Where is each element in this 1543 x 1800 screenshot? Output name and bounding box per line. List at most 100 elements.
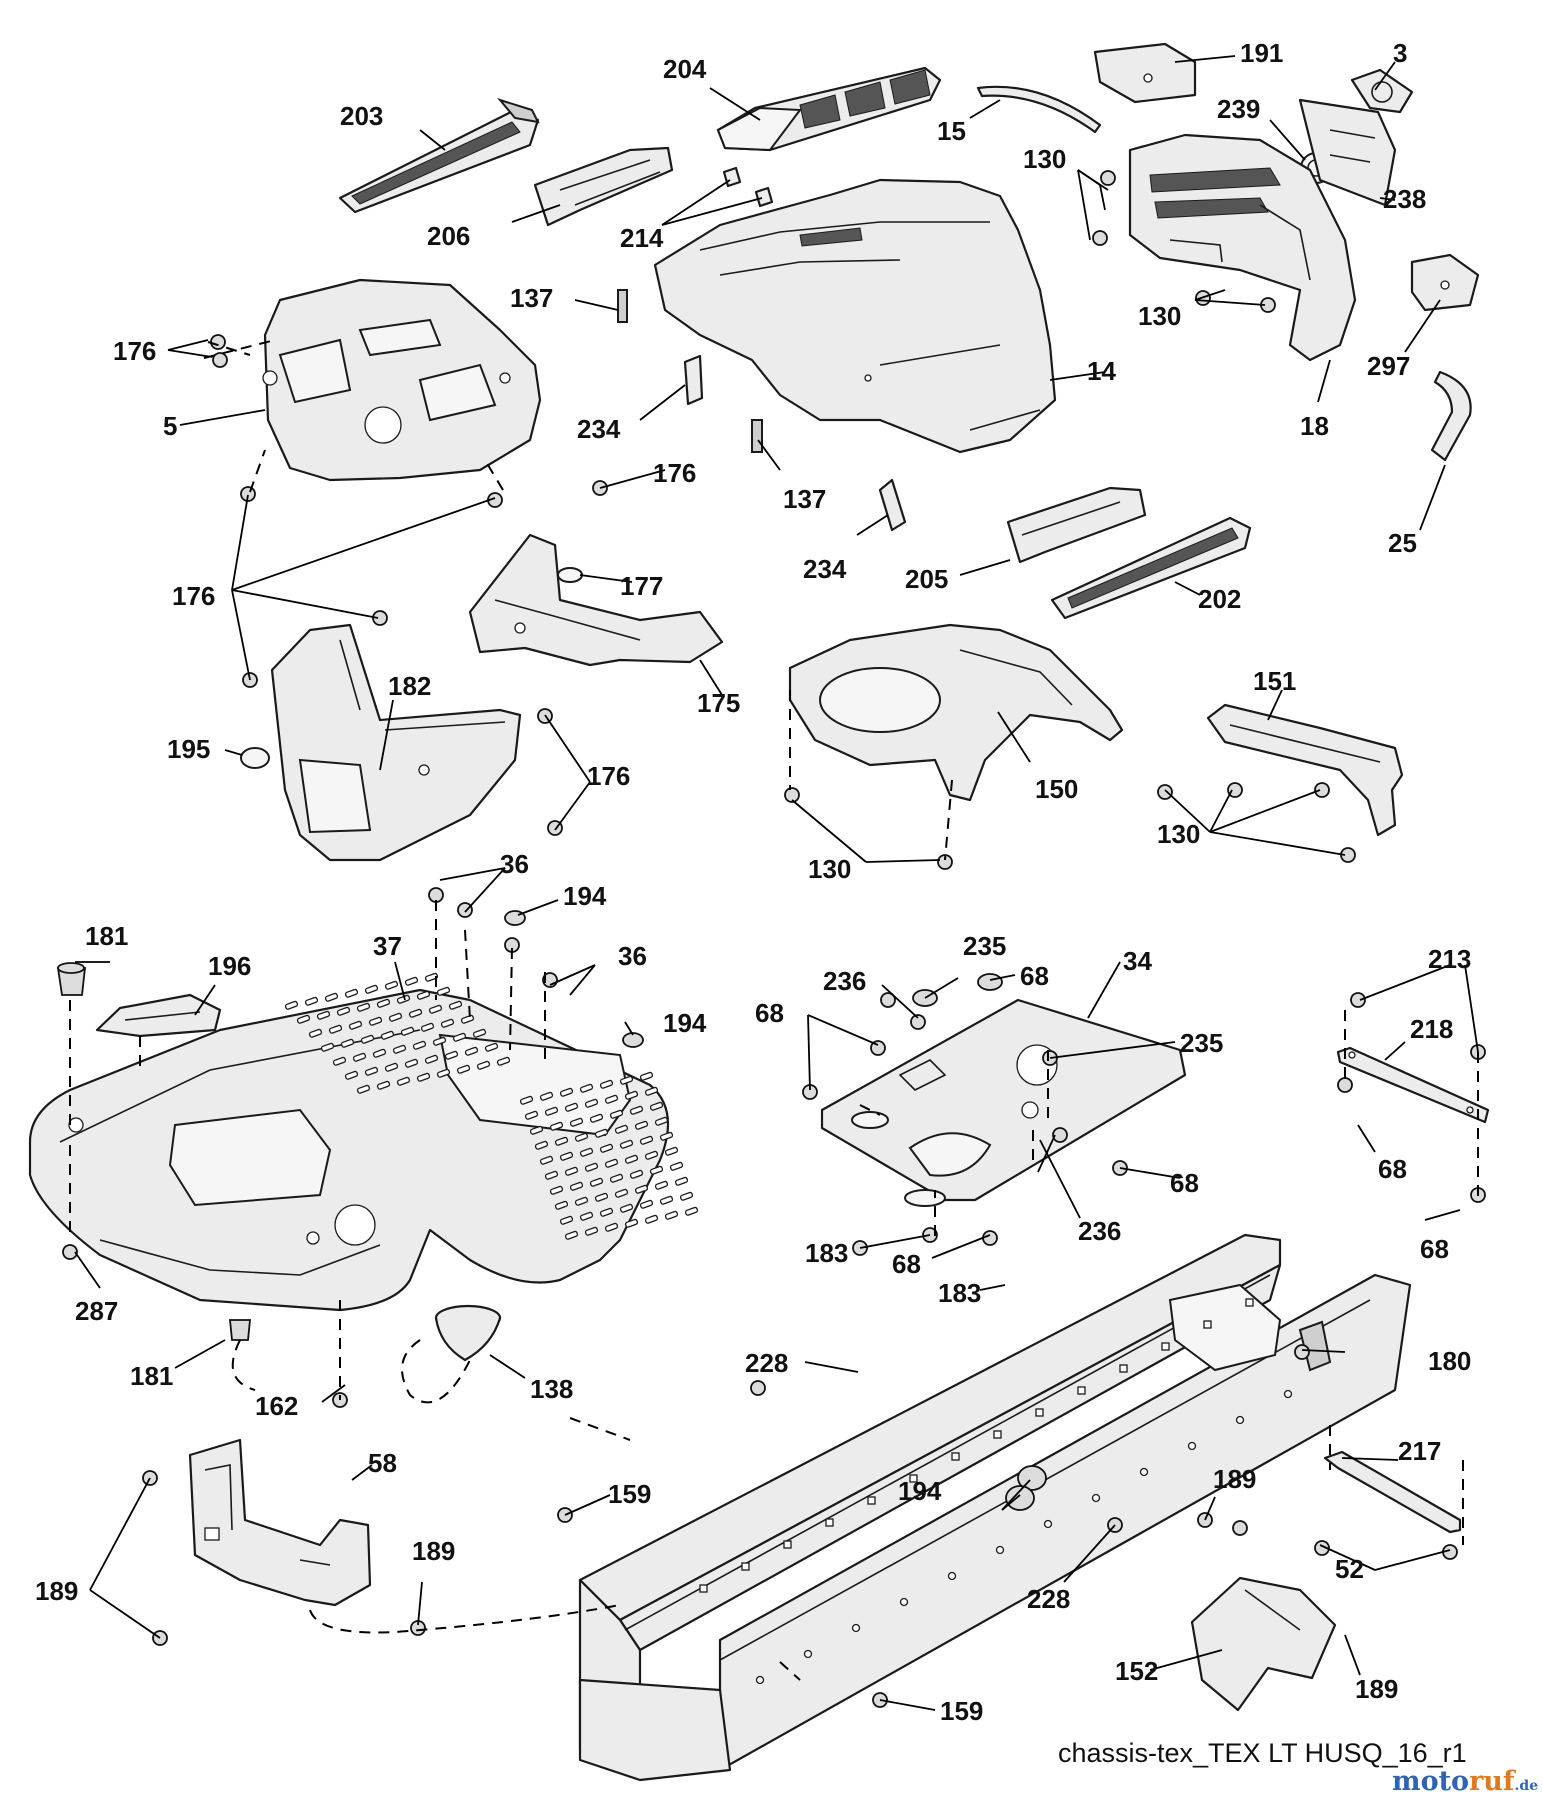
callout-206: 206	[427, 221, 470, 251]
part-138-boot	[434, 1304, 502, 1362]
frame-hole	[1035, 1408, 1044, 1417]
callout-194: 194	[663, 1008, 707, 1038]
part-196-pad	[95, 993, 222, 1038]
vent-slot	[472, 1028, 487, 1038]
callout-181: 181	[85, 921, 128, 951]
part-202-side-grille	[1050, 516, 1252, 620]
fender-vents	[284, 972, 699, 1240]
vent-slot	[619, 1075, 634, 1085]
vent-slot	[574, 1132, 589, 1142]
callout-150: 150	[1035, 774, 1078, 804]
vent-slot	[584, 1098, 599, 1108]
vent-slot	[674, 1176, 689, 1186]
vent-slot	[594, 1192, 609, 1202]
callout-68: 68	[892, 1249, 921, 1279]
vent-slot	[396, 1076, 411, 1086]
vent-slot	[624, 1090, 639, 1100]
frame-hole	[755, 1675, 765, 1685]
vent-slot	[554, 1136, 569, 1146]
vent-slot	[332, 1056, 347, 1066]
callout-130: 130	[808, 854, 851, 884]
callout-203: 203	[340, 101, 383, 131]
callout-235: 235	[963, 931, 1006, 961]
callout-68: 68	[1170, 1168, 1199, 1198]
bolt-head	[982, 1230, 998, 1246]
callout-5: 5	[163, 411, 177, 441]
frame-hole	[951, 1452, 960, 1461]
vent-slot	[384, 980, 399, 990]
vent-slot	[569, 1117, 584, 1127]
bolt-head	[937, 854, 953, 870]
vent-slot	[428, 1004, 443, 1014]
part-191-cover	[1093, 42, 1197, 104]
vent-slot	[634, 1184, 649, 1194]
bolt-head	[1232, 1520, 1248, 1536]
frame-hole	[741, 1562, 750, 1571]
callout-183: 183	[805, 1238, 848, 1268]
part-18-nose	[1128, 133, 1357, 362]
vent-slot	[624, 1218, 639, 1228]
vent-slot	[284, 1000, 299, 1010]
vent-slot	[664, 1146, 679, 1156]
vent-slot	[456, 1064, 471, 1074]
part-34-plate	[820, 998, 1187, 1207]
callout-159: 159	[608, 1479, 651, 1509]
callout-239: 239	[1217, 94, 1260, 124]
part-181-grommet-b	[229, 1319, 251, 1341]
vent-slot	[476, 1060, 491, 1070]
vent-slot	[436, 1068, 451, 1078]
vent-slot	[404, 976, 419, 986]
callout-195: 195	[167, 734, 210, 764]
vent-slot	[544, 1170, 559, 1180]
vent-slot	[352, 1052, 367, 1062]
vent-slot	[639, 1071, 654, 1081]
vent-slot	[356, 1002, 371, 1012]
callout-130: 130	[1023, 144, 1066, 174]
callout-234: 234	[577, 414, 621, 444]
vent-slot	[584, 1226, 599, 1236]
vent-slot	[360, 1034, 375, 1044]
callout-297: 297	[1367, 351, 1410, 381]
frame-hole	[699, 1584, 708, 1593]
part-137-strip-b	[751, 419, 763, 453]
callout-191: 191	[1240, 38, 1283, 68]
vent-slot	[529, 1125, 544, 1135]
callout-183: 183	[938, 1278, 981, 1308]
callout-189: 189	[35, 1576, 78, 1606]
frame-hole	[993, 1430, 1002, 1439]
vent-slot	[356, 1084, 371, 1094]
vent-slot	[368, 1016, 383, 1026]
callout-68: 68	[1420, 1234, 1449, 1264]
callout-36: 36	[500, 849, 529, 879]
vent-slot	[296, 1014, 311, 1024]
part-177-clip	[557, 567, 583, 583]
callout-217: 217	[1398, 1436, 1441, 1466]
frame-hole	[803, 1649, 813, 1659]
callout-18: 18	[1300, 411, 1329, 441]
frame-hole	[1245, 1298, 1254, 1307]
callout-189: 189	[1355, 1674, 1398, 1704]
vent-slot	[614, 1188, 629, 1198]
vent-slot	[408, 1008, 423, 1018]
vent-slot	[384, 1062, 399, 1072]
callout-176: 176	[113, 336, 156, 366]
vent-slot	[412, 1040, 427, 1050]
vent-slot	[424, 972, 439, 982]
vent-slot	[436, 986, 451, 996]
vent-slot	[654, 1180, 669, 1190]
vent-slot	[324, 992, 339, 1002]
bolt-head	[910, 1014, 926, 1030]
part-214-clips	[722, 166, 774, 208]
vent-slot	[424, 1054, 439, 1064]
vent-slot	[416, 990, 431, 1000]
bolt-head	[372, 610, 388, 626]
callout-196: 196	[208, 951, 251, 981]
part-217-rod	[1323, 1450, 1462, 1534]
vent-slot	[448, 1000, 463, 1010]
vent-slot	[609, 1109, 624, 1119]
vent-slot	[400, 1026, 415, 1036]
part-37-fender	[28, 988, 670, 1312]
watermark-accent: ruf	[1469, 1766, 1515, 1797]
callout-52: 52	[1335, 1554, 1364, 1584]
